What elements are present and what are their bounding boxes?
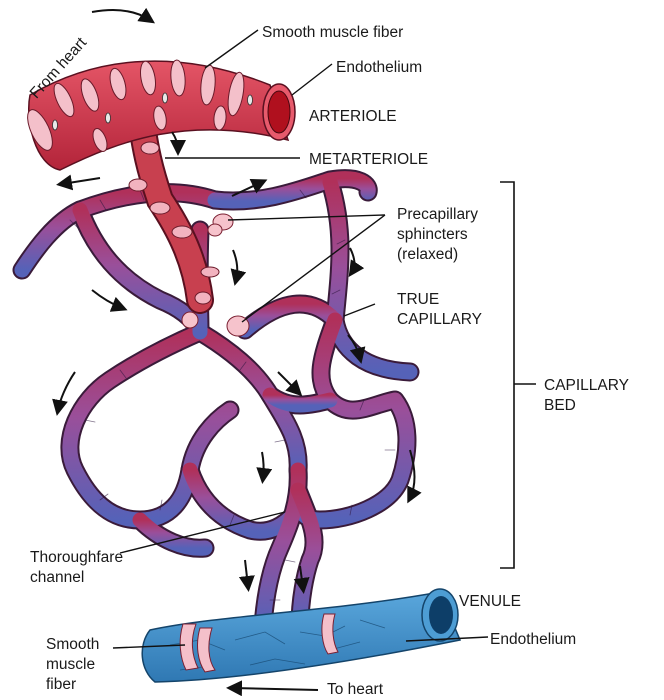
endothelium-bottom-label: Endothelium [490, 630, 576, 649]
capillary-bed-label-2: BED [544, 396, 576, 415]
arteriole-label: ARTERIOLE [309, 107, 397, 126]
precapillary-label-2: sphincters [397, 225, 468, 244]
thoroughfare-label-2: channel [30, 568, 84, 587]
smooth-muscle-fiber-label: Smooth muscle fiber [262, 23, 403, 42]
venule-label: VENULE [459, 592, 521, 611]
precapillary-label-1: Precapillary [397, 205, 478, 224]
capillary-bed-label-1: CAPILLARY [544, 376, 629, 395]
true-capillary-label-1: TRUE [397, 290, 439, 309]
true-capillary-label-2: CAPILLARY [397, 310, 482, 329]
endothelium-top-label: Endothelium [336, 58, 422, 77]
smooth-muscle-bottom-label-3: fiber [46, 675, 76, 694]
smooth-muscle-bottom-label-2: muscle [46, 655, 95, 674]
capillary-bed-bracket [500, 182, 536, 568]
precapillary-label-3: (relaxed) [397, 245, 458, 264]
thoroughfare-label-1: Thoroughfare [30, 548, 123, 567]
metarteriole-label: METARTERIOLE [309, 150, 428, 169]
to-heart-label: To heart [327, 680, 383, 699]
smooth-muscle-bottom-label-1: Smooth [46, 635, 99, 654]
